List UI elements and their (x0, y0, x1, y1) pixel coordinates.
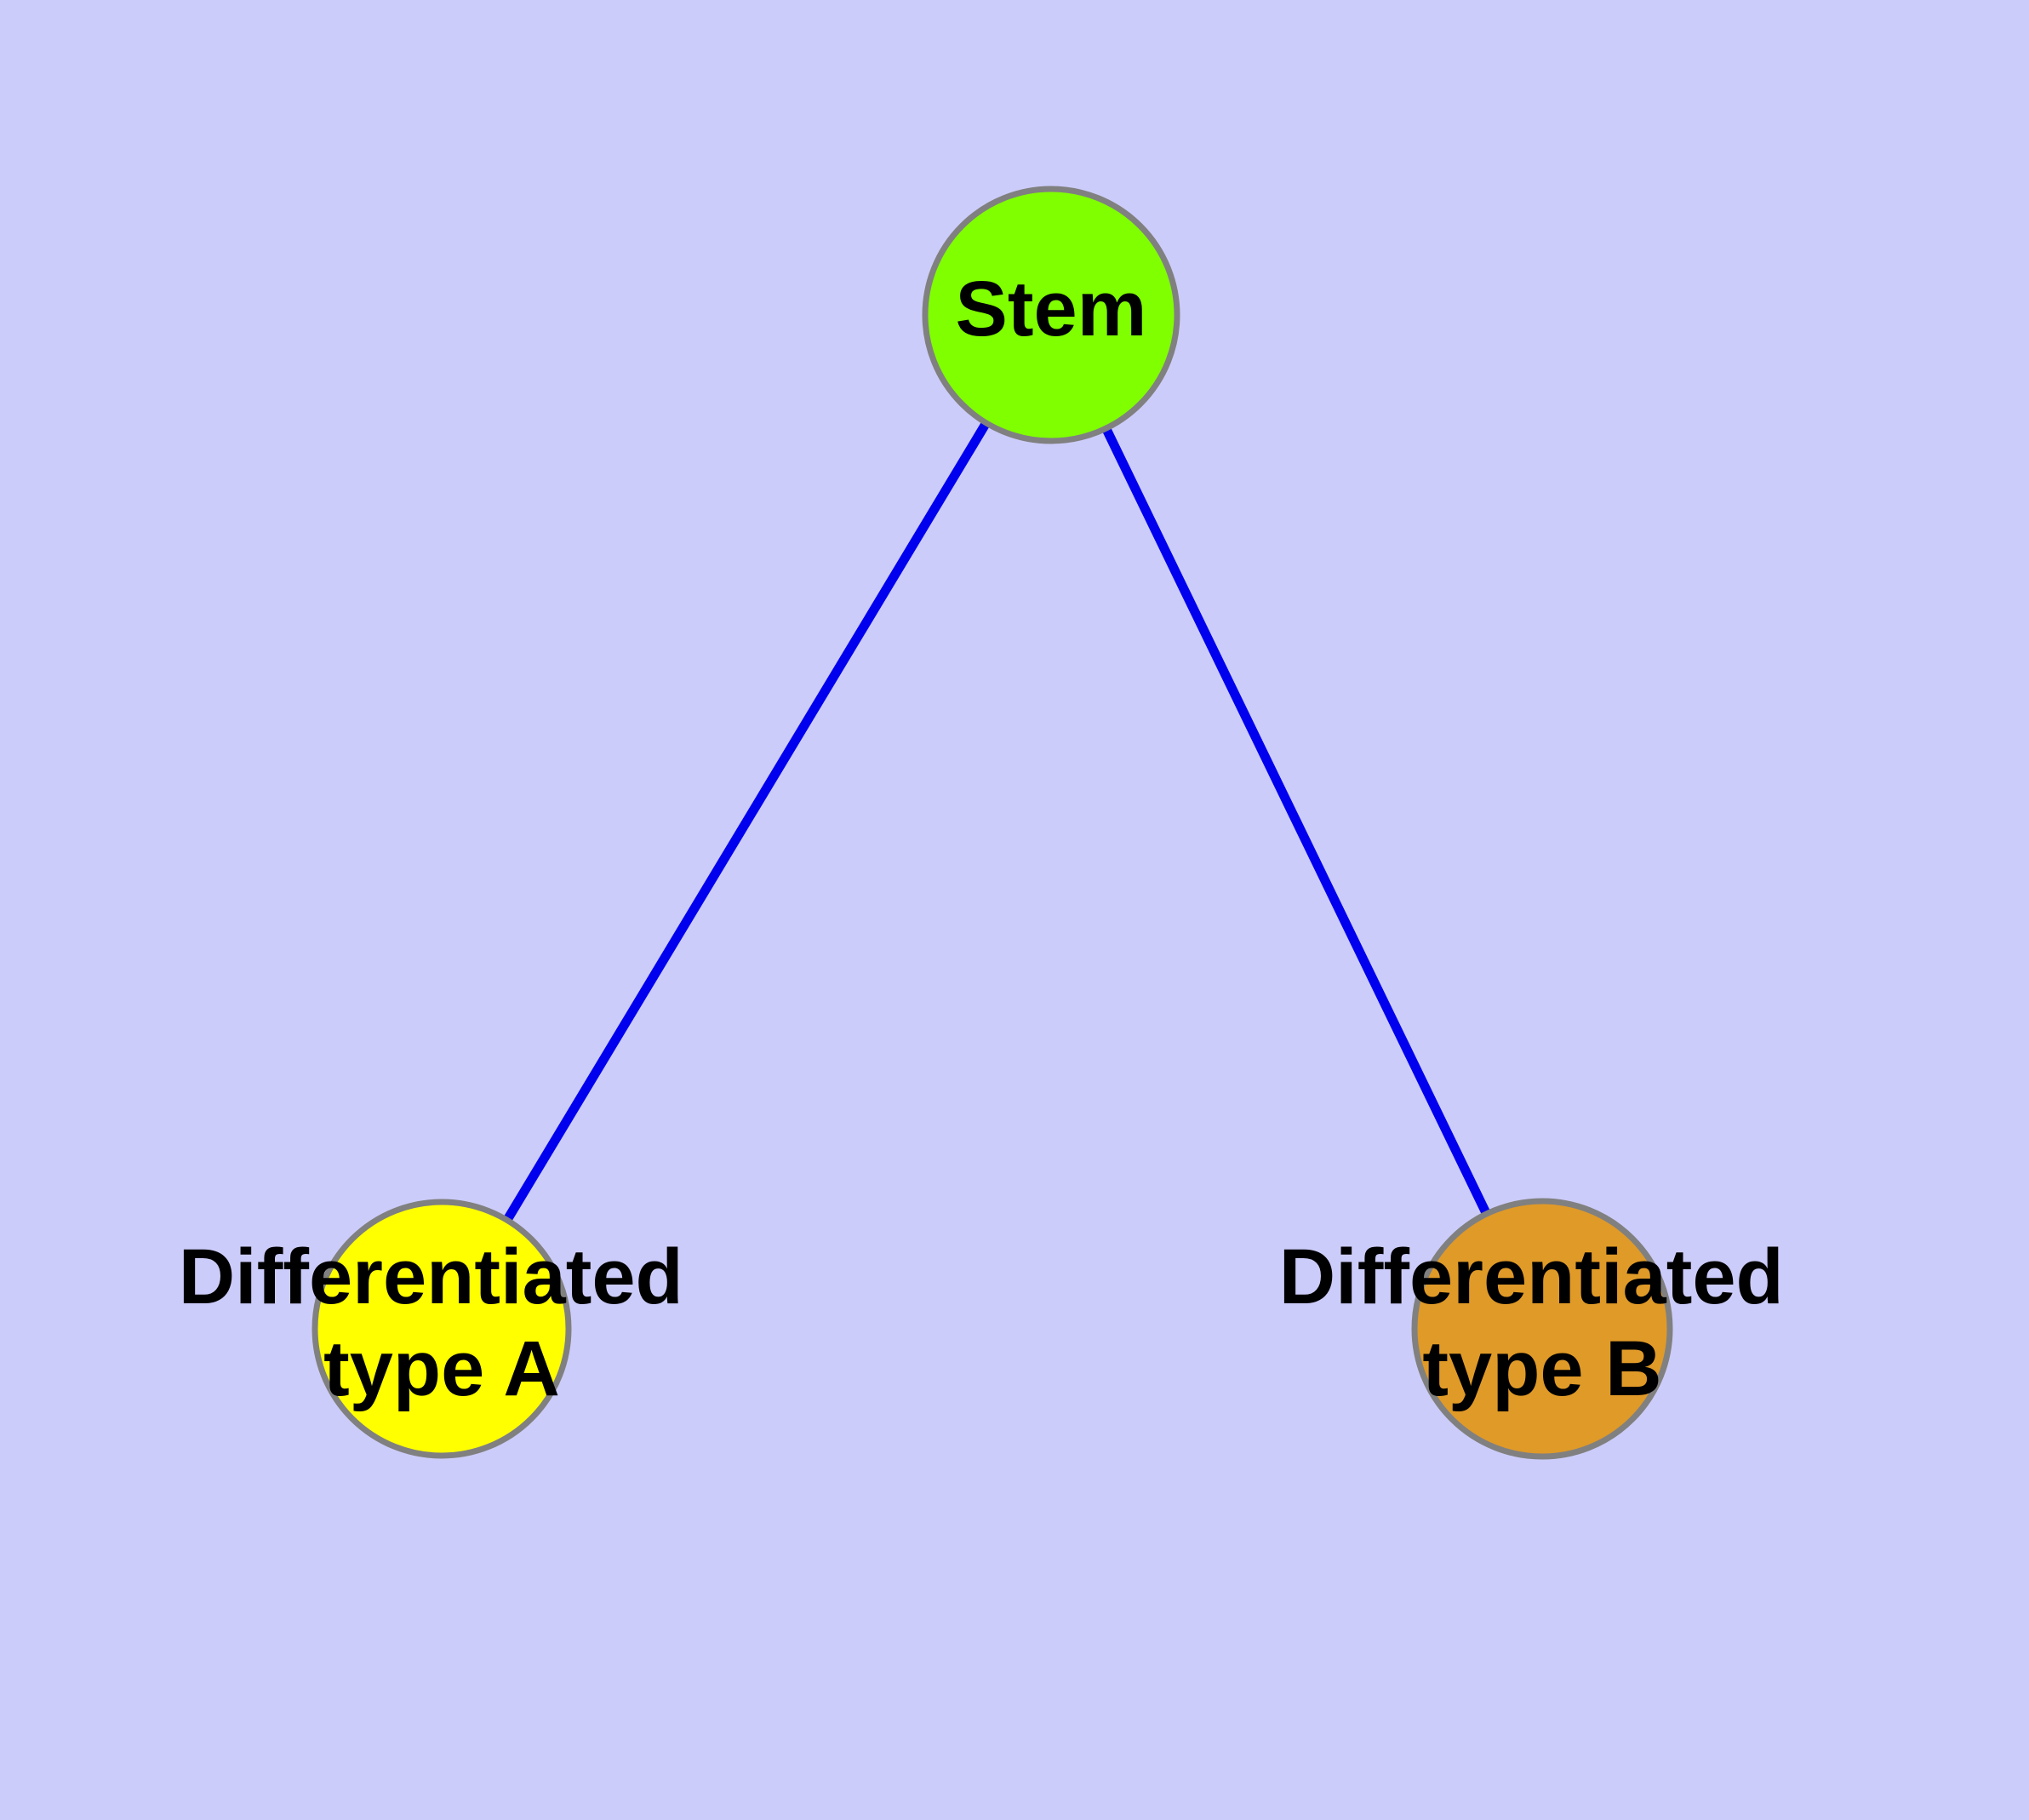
node-differentiated-type-b-label-line-1: Differentiated (1279, 1233, 1784, 1320)
node-differentiated-type-b-label: Differentiated type B (1279, 1233, 1806, 1412)
node-stem-label: Stem (956, 266, 1147, 352)
node-differentiated-type-b-circle[interactable] (1411, 1198, 1673, 1460)
edge-layer (503, 421, 1491, 1223)
node-differentiated-type-a-label-line-2: type A (323, 1325, 560, 1412)
node-layer (311, 186, 1673, 1460)
edge-stem-to-differentiated-type-b[interactable] (1101, 426, 1491, 1216)
label-layer: Stem Differentiated type A Differentiate… (179, 266, 1806, 1412)
node-differentiated-type-a-label-line-1: Differentiated (179, 1233, 683, 1320)
node-differentiated-type-b-label-line-2: type B (1422, 1325, 1661, 1412)
node-stem-circle[interactable] (922, 186, 1180, 444)
node-differentiated-type-a-label: Differentiated type A (179, 1233, 706, 1412)
node-stem-label-line-1: Stem (956, 266, 1147, 352)
edge-stem-to-differentiated-type-a[interactable] (503, 421, 991, 1223)
node-differentiated-type-a-circle[interactable] (311, 1199, 572, 1459)
